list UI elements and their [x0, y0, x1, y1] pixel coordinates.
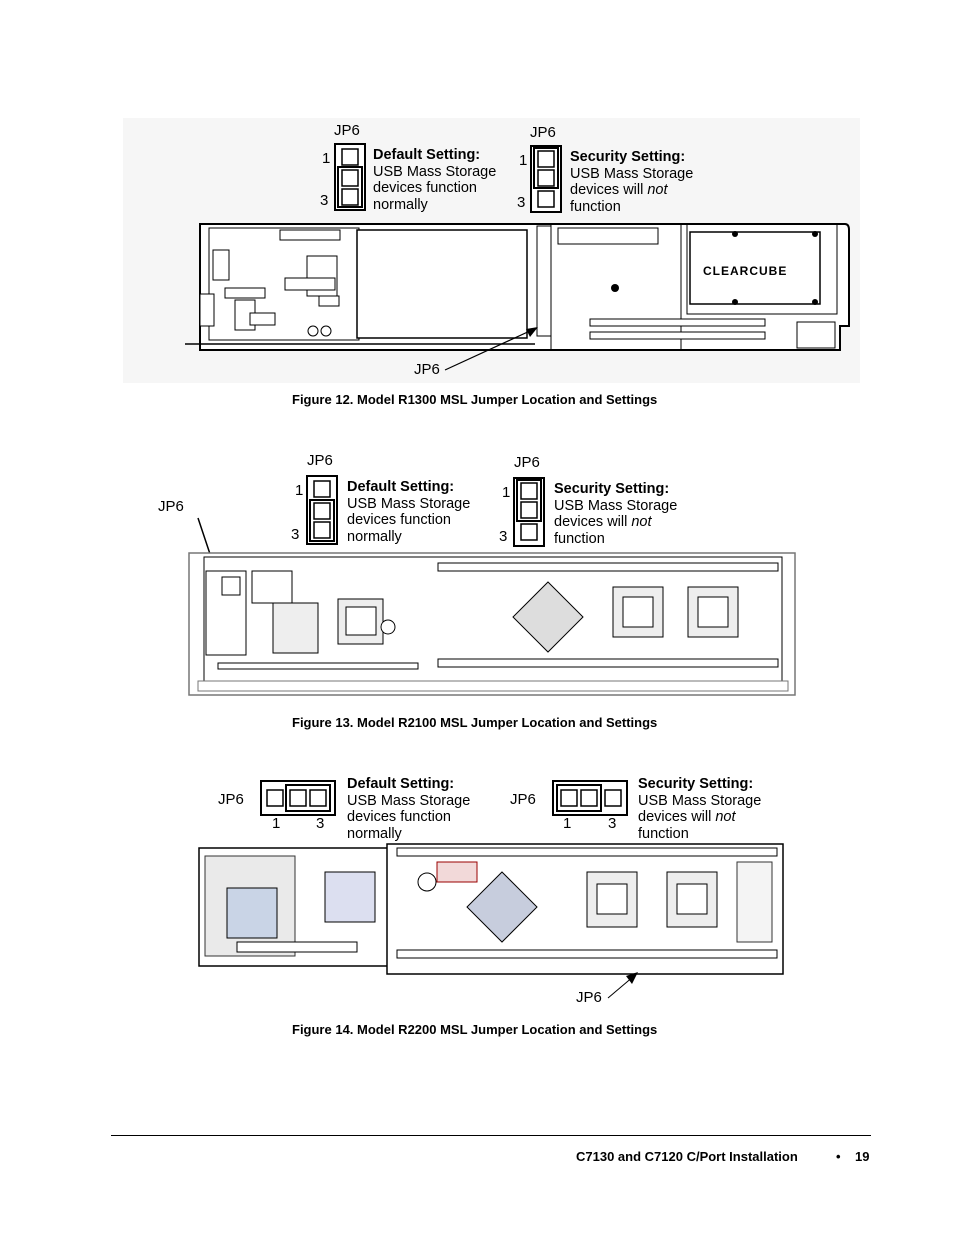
- r1300-board-diagram: [185, 223, 850, 351]
- default-setting-heading: Default Setting:: [347, 776, 455, 792]
- security-setting-text-pre: devices will: [570, 182, 648, 198]
- default-setting-line: normally: [347, 825, 402, 842]
- jumper-label: JP6: [510, 791, 536, 808]
- clearcube-logo: CLEARCUBE: [703, 264, 788, 278]
- jumper-label: JP6: [307, 452, 333, 469]
- pin-1-label: 1: [272, 815, 281, 832]
- security-setting-text-pre: devices will: [554, 514, 632, 530]
- pin-1-label: 1: [322, 150, 331, 167]
- figure-caption: Figure 14. Model R2200 MSL Jumper Locati…: [292, 1022, 658, 1037]
- security-setting-line: function: [570, 198, 621, 215]
- default-setting-heading: Default Setting:: [373, 147, 481, 163]
- jumper-default-diagram: [334, 143, 366, 211]
- jumper-security-diagram: [530, 145, 562, 213]
- jumper-label: JP6: [334, 122, 360, 139]
- security-setting-text: Security Setting: USB Mass Storage devic…: [570, 149, 693, 215]
- default-setting-line: devices function: [347, 809, 451, 825]
- security-setting-line: USB Mass Storage: [570, 165, 694, 182]
- default-setting-line: normally: [347, 528, 402, 545]
- security-setting-emphasis: not: [631, 514, 652, 530]
- default-setting-line: devices function: [373, 180, 477, 196]
- pin-3-label: 3: [499, 528, 508, 545]
- security-setting-text: Security Setting: USB Mass Storage devic…: [638, 776, 761, 842]
- default-setting-line: USB Mass Storage: [347, 495, 471, 512]
- figure-caption: Figure 13. Model R2100 MSL Jumper Locati…: [292, 715, 658, 730]
- page-number: 19: [855, 1149, 870, 1164]
- security-setting-emphasis: not: [715, 809, 736, 825]
- figure-caption: Figure 12. Model R1300 MSL Jumper Locati…: [292, 392, 658, 407]
- footer-bullet: •: [836, 1149, 841, 1164]
- footer-rule: [111, 1135, 871, 1136]
- default-setting-heading: Default Setting:: [347, 479, 455, 495]
- security-setting-line: devices will not: [570, 182, 693, 199]
- pin-3-label: 3: [320, 192, 329, 209]
- footer-title: C7130 and C7120 C/Port Installation: [576, 1149, 798, 1164]
- pin-1-label: 1: [295, 482, 304, 499]
- jp6-pointer-arrow: [444, 327, 538, 371]
- r2100-board-diagram: [188, 552, 796, 696]
- jumper-security-diagram: [552, 780, 628, 816]
- jumper-default-diagram: [306, 475, 338, 545]
- jumper-label: JP6: [530, 124, 556, 141]
- pin-1-label: 1: [519, 152, 528, 169]
- security-setting-line: devices will not: [554, 514, 677, 531]
- jumper-security-diagram: [513, 477, 545, 547]
- jumper-label: JP6: [514, 454, 540, 471]
- default-setting-line: normally: [373, 196, 428, 213]
- board-jumper-label: JP6: [158, 498, 184, 515]
- default-setting-text: Default Setting: USB Mass Storage device…: [347, 776, 470, 842]
- default-setting-line: USB Mass Storage: [373, 163, 497, 180]
- security-setting-heading: Security Setting:: [570, 149, 686, 165]
- pin-3-label: 3: [316, 815, 325, 832]
- security-setting-line: devices will not: [638, 809, 761, 826]
- security-setting-line: function: [638, 825, 689, 842]
- security-setting-emphasis: not: [647, 182, 668, 198]
- board-jumper-label: JP6: [414, 361, 440, 378]
- pin-1-label: 1: [563, 815, 572, 832]
- default-setting-text: Default Setting: USB Mass Storage device…: [347, 479, 470, 545]
- jumper-default-diagram: [260, 780, 336, 816]
- r2200-board-diagram: [198, 843, 784, 975]
- security-setting-line: USB Mass Storage: [638, 792, 762, 809]
- security-setting-heading: Security Setting:: [554, 481, 670, 497]
- jumper-label: JP6: [218, 791, 244, 808]
- default-setting-line: USB Mass Storage: [347, 792, 471, 809]
- security-setting-heading: Security Setting:: [638, 776, 754, 792]
- board-jumper-label: JP6: [576, 989, 602, 1006]
- security-setting-line: USB Mass Storage: [554, 497, 678, 514]
- default-setting-line: devices function: [347, 512, 451, 528]
- jp6-pointer-arrow: [607, 972, 638, 999]
- security-setting-line: function: [554, 530, 605, 547]
- pin-3-label: 3: [291, 526, 300, 543]
- security-setting-text-pre: devices will: [638, 809, 716, 825]
- pin-3-label: 3: [517, 194, 526, 211]
- pin-1-label: 1: [502, 484, 511, 501]
- security-setting-text: Security Setting: USB Mass Storage devic…: [554, 481, 677, 547]
- pin-3-label: 3: [608, 815, 617, 832]
- default-setting-text: Default Setting: USB Mass Storage device…: [373, 147, 496, 213]
